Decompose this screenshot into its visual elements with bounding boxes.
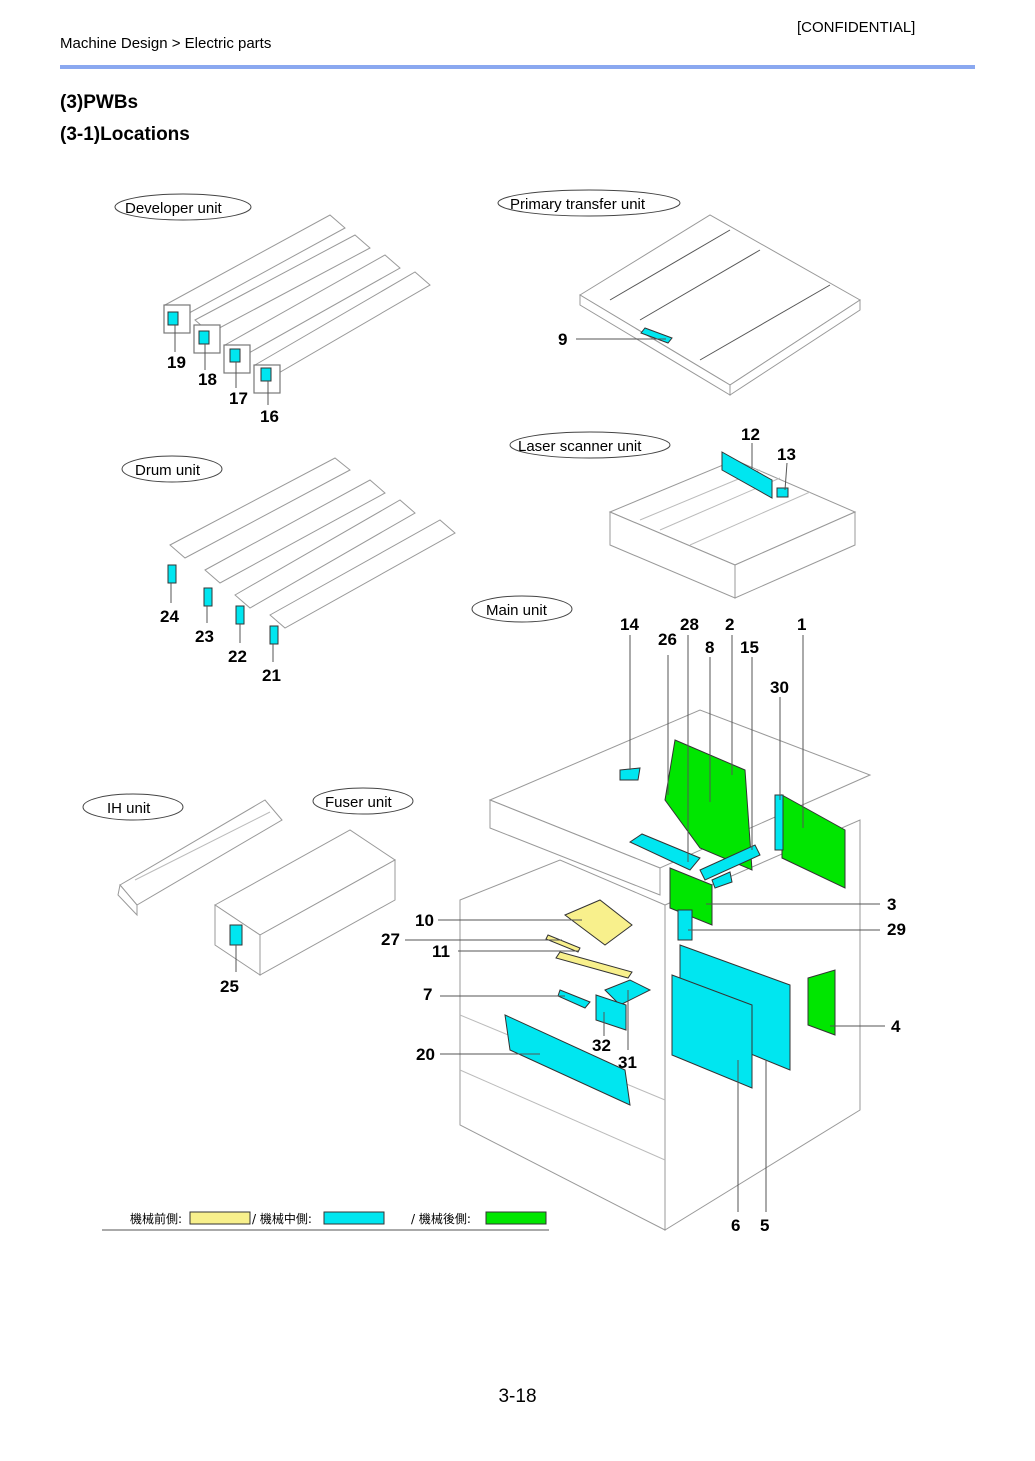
callout-28: 28 [680, 615, 699, 634]
primary-transfer-unit-label: Primary transfer unit [510, 196, 646, 213]
main-unit-oval [471, 595, 573, 623]
callout-5: 5 [760, 1216, 769, 1235]
legend-rear-swatch [485, 1211, 547, 1225]
developer-unit-oval [114, 193, 252, 221]
primary-transfer-unit-illustration [576, 214, 861, 396]
callout-22: 22 [228, 647, 247, 666]
callout-16: 16 [260, 407, 279, 426]
legend-rear-label: / 機械後側: [411, 1211, 471, 1226]
confidential-label: [CONFIDENTIAL] [797, 19, 916, 36]
laser-scanner-unit-label: Laser scanner unit [518, 438, 642, 455]
callout-25: 25 [220, 977, 239, 996]
callout-1: 1 [797, 615, 806, 634]
legend-front-label: 機械前側: [130, 1211, 182, 1226]
callout-7: 7 [423, 985, 432, 1004]
callout-4: 4 [891, 1017, 901, 1036]
laser-scanner-unit-oval [509, 431, 671, 459]
drum-unit-label: Drum unit [135, 462, 201, 479]
callout-18: 18 [198, 370, 217, 389]
main-unit-illustration [405, 635, 885, 1231]
fuser-unit-oval [312, 787, 414, 815]
laser-scanner-unit-illustration [608, 443, 857, 599]
drum-unit-oval [121, 455, 223, 483]
ih-unit-oval [82, 793, 184, 821]
callout-23: 23 [195, 627, 214, 646]
callout-15: 15 [740, 638, 759, 657]
callout-30: 30 [770, 678, 789, 697]
callout-3: 3 [887, 895, 896, 914]
fuser-unit-label: Fuser unit [325, 794, 393, 811]
developer-unit-label: Developer unit [125, 200, 223, 217]
callout-17: 17 [229, 389, 248, 408]
callout-19: 19 [167, 353, 186, 372]
callout-10: 10 [415, 911, 434, 930]
developer-unit-illustration [163, 214, 431, 405]
subsection-heading: (3-1)Locations [60, 124, 190, 145]
callout-31: 31 [618, 1053, 637, 1072]
breadcrumb: Machine Design > Electric parts [60, 35, 272, 52]
callout-24: 24 [160, 607, 179, 626]
legend-middle-label: / 機械中側: [252, 1211, 312, 1226]
drum-unit-illustration [167, 457, 456, 662]
callout-6: 6 [731, 1216, 740, 1235]
callout-32: 32 [592, 1036, 611, 1055]
header-divider [60, 65, 975, 69]
legend-front-swatch [189, 1211, 251, 1225]
callout-8: 8 [705, 638, 714, 657]
callout-26: 26 [658, 630, 677, 649]
callout-20: 20 [416, 1045, 435, 1064]
callout-21: 21 [262, 666, 281, 685]
callout-11: 11 [432, 942, 450, 961]
callout-14: 14 [620, 615, 639, 634]
main-unit-label: Main unit [486, 602, 548, 619]
callout-2: 2 [725, 615, 734, 634]
callout-29: 29 [887, 920, 906, 939]
ih-unit-label: IH unit [107, 800, 151, 817]
callout-27: 27 [381, 930, 400, 949]
callout-13: 13 [777, 445, 796, 464]
ih-unit-illustration [117, 799, 283, 917]
page-number: 3-18 [498, 1386, 537, 1407]
callout-9: 9 [558, 330, 567, 349]
fuser-unit-illustration [214, 829, 396, 976]
callout-12: 12 [741, 425, 760, 444]
section-heading: (3)PWBs [60, 92, 139, 113]
legend-middle-swatch [323, 1211, 385, 1225]
color-legend: 機械前側: / 機械中側: / 機械後側: [102, 1211, 549, 1231]
primary-transfer-unit-oval [497, 189, 681, 217]
